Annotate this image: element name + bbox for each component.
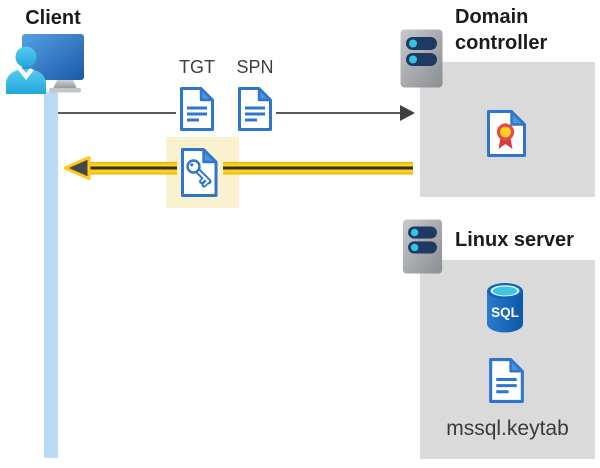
response-arrow bbox=[63, 156, 413, 180]
keytab-file-icon bbox=[489, 358, 524, 403]
spn-label: SPN bbox=[236, 57, 274, 77]
client-lifeline bbox=[44, 92, 58, 458]
sql-database-icon: SQL bbox=[487, 283, 523, 333]
spn-document-icon bbox=[238, 87, 272, 131]
request-arrow-segment-right bbox=[276, 112, 400, 115]
keytab-filename-label: mssql.keytab bbox=[446, 417, 569, 440]
request-arrow-segment-left bbox=[58, 112, 176, 115]
client-workstation-user-icon bbox=[6, 34, 84, 94]
sql-badge-text: SQL bbox=[491, 305, 519, 320]
linux-server-label: Linux server bbox=[455, 229, 574, 251]
domain-controller-server-icon bbox=[400, 29, 443, 88]
service-ticket-key-icon bbox=[181, 148, 218, 197]
certificate-icon bbox=[487, 110, 526, 157]
domain-controller-label: Domain controller bbox=[455, 6, 548, 54]
request-arrow-head-icon bbox=[400, 105, 415, 121]
client-label: Client bbox=[25, 7, 81, 29]
tgt-document-icon bbox=[180, 87, 214, 131]
linux-server-icon bbox=[402, 219, 443, 274]
tgt-label: TGT bbox=[179, 57, 215, 77]
